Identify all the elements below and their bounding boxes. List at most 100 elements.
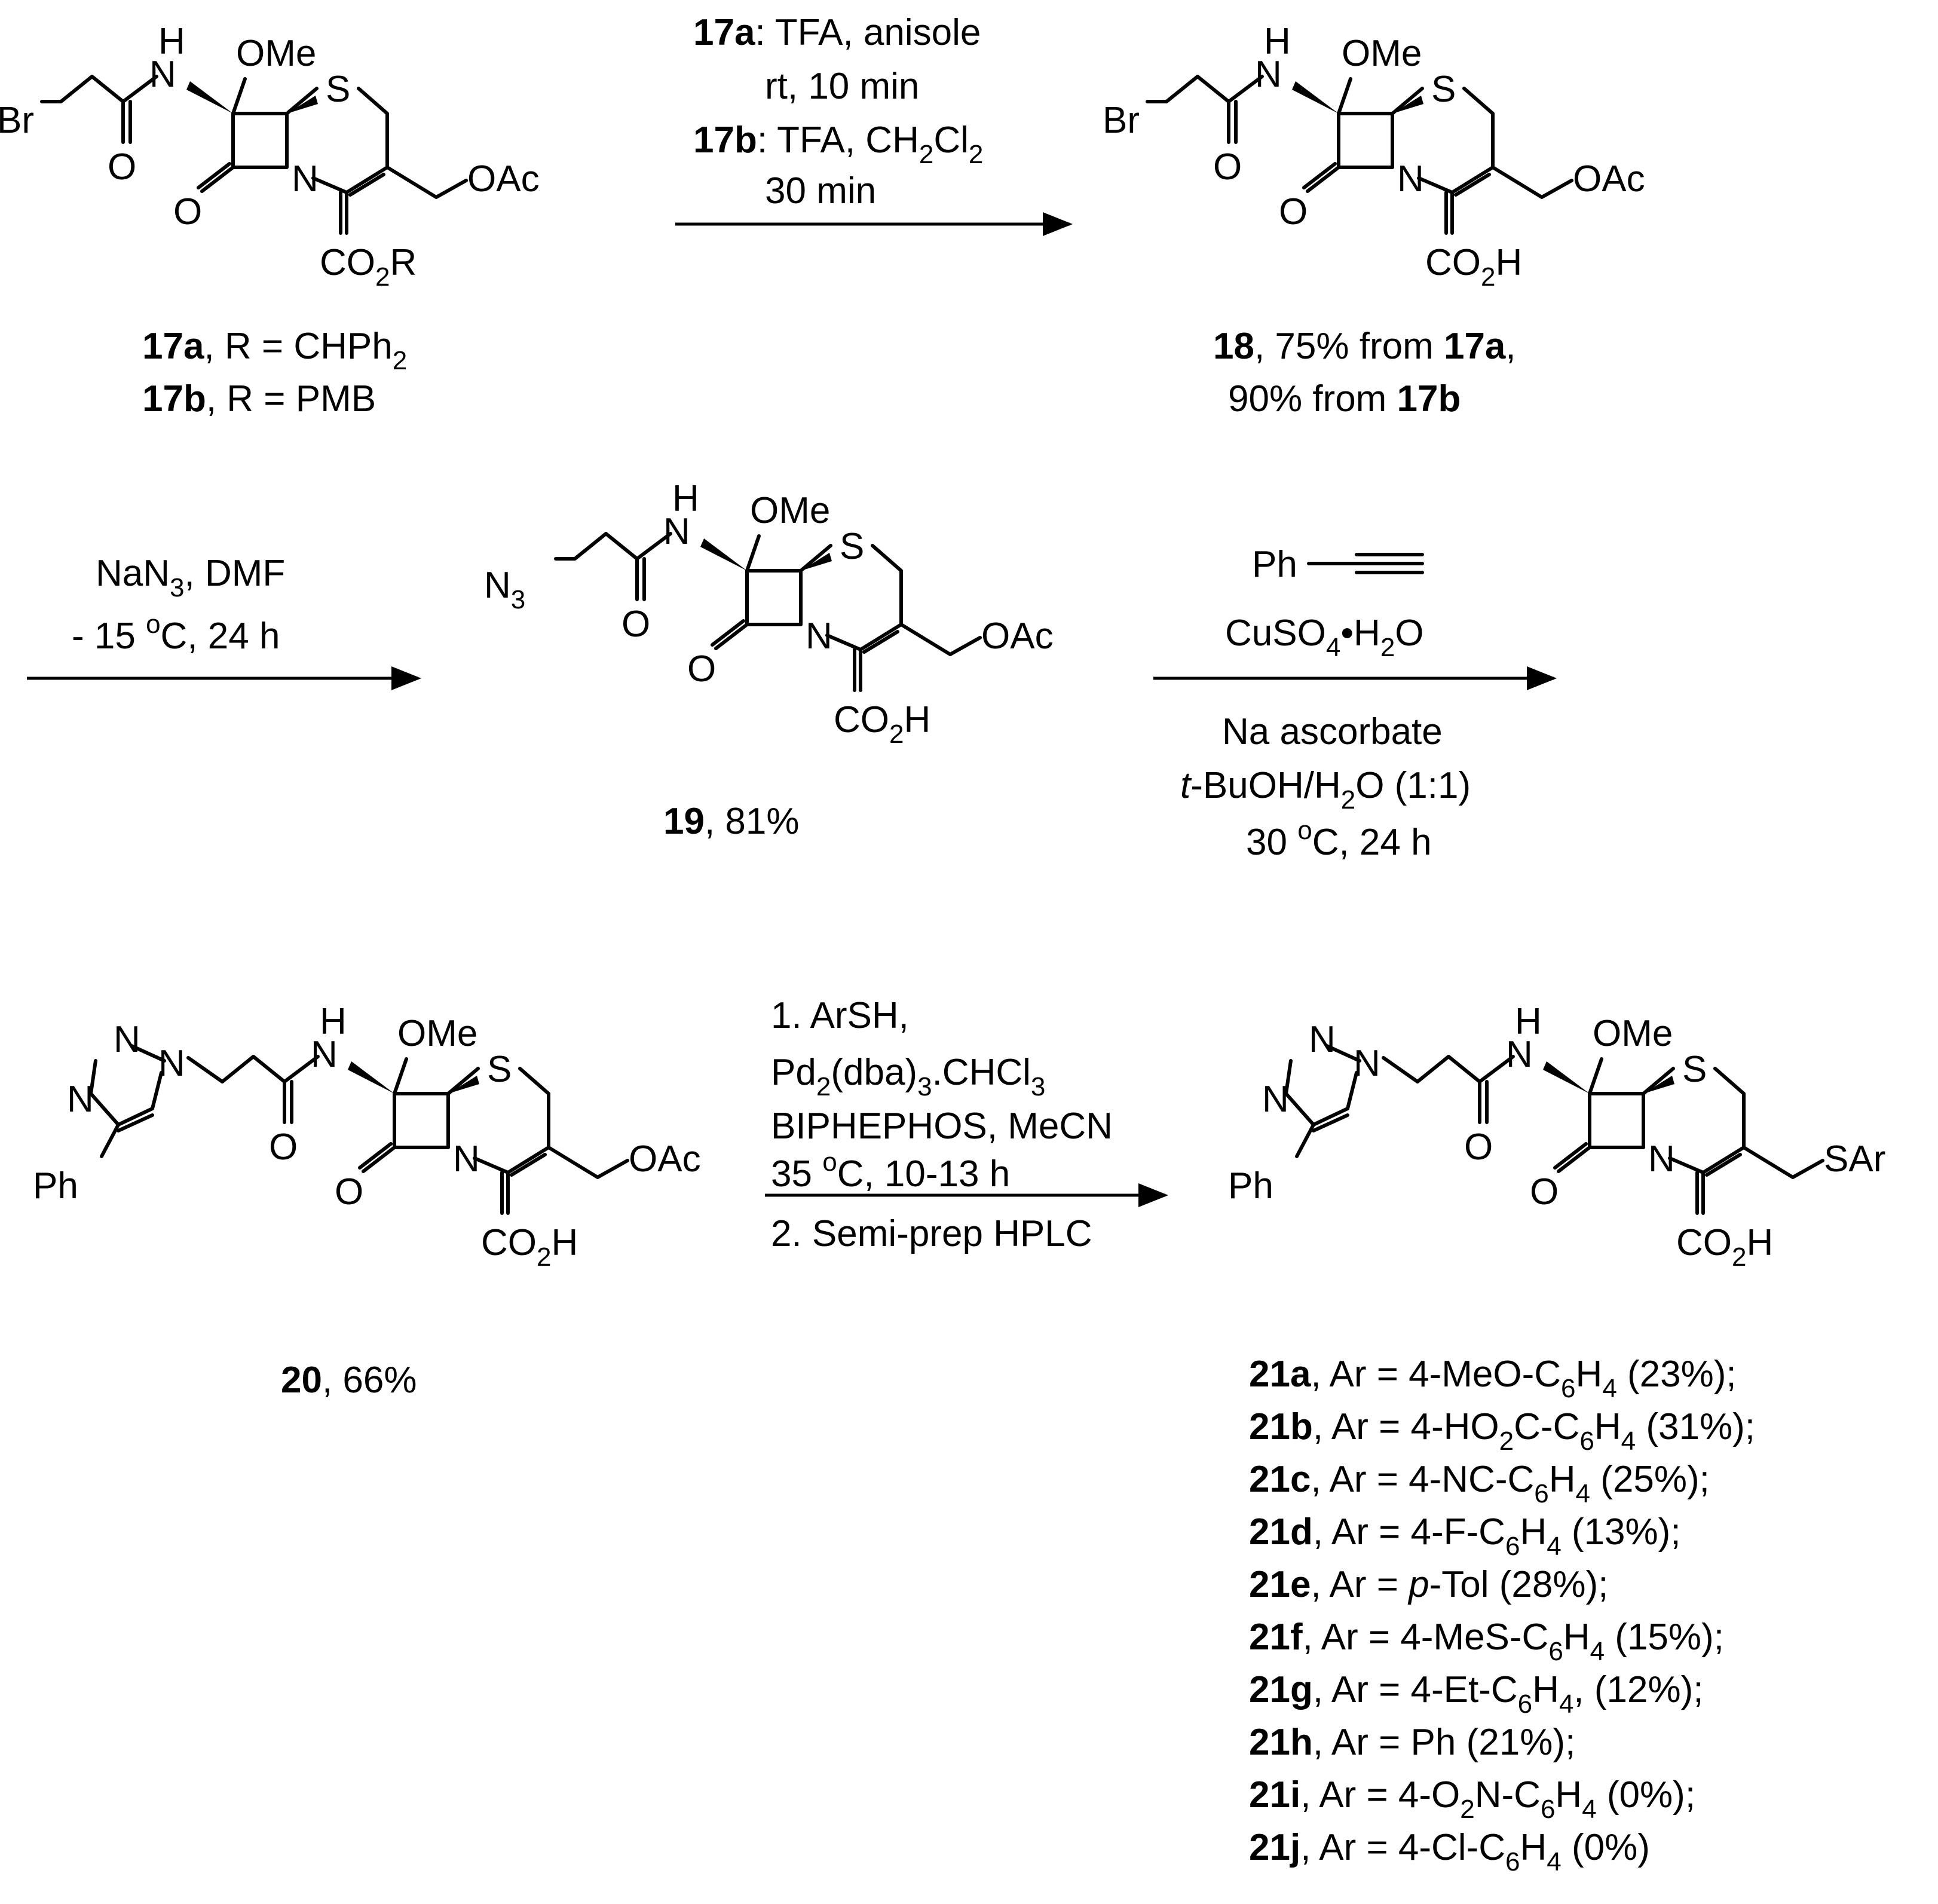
svg-text:90% from 17b: 90% from 17b xyxy=(1228,378,1461,420)
label-17a-text: , R = CHPh xyxy=(204,326,392,367)
atom-sar: SAr xyxy=(1824,1138,1885,1180)
cond-azide-1-sub: 3 xyxy=(170,573,184,602)
svg-text:CO2H: CO2H xyxy=(1676,1222,1773,1272)
label-20-text: , 66% xyxy=(322,1360,417,1401)
atom-o-amide: O xyxy=(108,146,136,188)
label-18-text: , 75% from xyxy=(1254,326,1444,367)
atom-n: N xyxy=(663,511,690,552)
atom-co: CO xyxy=(1425,242,1481,283)
atom-n: N xyxy=(149,54,176,95)
label-19-text: , 81% xyxy=(705,801,800,842)
atom-o-amide: O xyxy=(621,604,650,645)
atom-ph: Ph xyxy=(33,1165,78,1207)
atom-co-sub: 2 xyxy=(537,1242,551,1272)
cond-click-cat: CuSO xyxy=(1225,613,1326,654)
atom-r: R xyxy=(390,242,417,283)
atom-o-lactam: O xyxy=(1530,1171,1559,1213)
atom-n-ring: N xyxy=(292,158,319,200)
atom-n3: N xyxy=(484,565,511,606)
atom-oac: OAc xyxy=(629,1138,701,1180)
product-21-row: 21e, Ar = p-Tol (28%); xyxy=(1249,1564,1608,1605)
svg-text:35 oC, 10-13 h: 35 oC, 10-13 h xyxy=(771,1147,1010,1195)
atom-n-ring: N xyxy=(806,616,832,657)
cond-temp: 35 xyxy=(771,1153,822,1195)
compound-18-structure: Br N H O O OMe S N OAc CO2H xyxy=(1103,21,1645,292)
svg-text:CO2H: CO2H xyxy=(481,1222,578,1272)
atom-br: Br xyxy=(1103,100,1140,141)
atom-h: H xyxy=(158,21,185,62)
cond-17b-cl: Cl xyxy=(933,120,969,161)
svg-text:30 oC, 24 h: 30 oC, 24 h xyxy=(1246,816,1432,863)
cond-dba: (dba) xyxy=(831,1052,917,1093)
cond-17a-time: rt, 10 min xyxy=(765,66,919,107)
cond-temp-sup: o xyxy=(822,1147,837,1177)
label-17a-sub: 2 xyxy=(393,346,407,375)
label-18-line2: 90% from xyxy=(1228,378,1397,420)
atom-ome: OMe xyxy=(397,1013,477,1054)
atom-h: H xyxy=(1264,21,1291,62)
atom-n2-triazole: N xyxy=(114,1019,140,1060)
svg-text:CO2H: CO2H xyxy=(834,699,930,749)
cond-temp-rest: C, 10-13 h xyxy=(837,1153,1011,1195)
product-21-row: 21a, Ar = 4-MeO-C6H4 (23%); xyxy=(1249,1354,1737,1403)
cond-chcl: .CHCl xyxy=(932,1052,1031,1093)
svg-text:t-BuOH/H2O (1:1): t-BuOH/H2O (1:1) xyxy=(1180,765,1471,815)
product-21-row: 21f, Ar = 4-MeS-C6H4 (15%); xyxy=(1249,1617,1724,1666)
atom-o-lactam: O xyxy=(173,191,202,232)
label-17a-id: 17a xyxy=(142,326,204,367)
svg-text:CO2H: CO2H xyxy=(1425,242,1522,292)
svg-text:CO2R: CO2R xyxy=(320,242,417,292)
atom-n3-triazole: N xyxy=(67,1079,94,1120)
svg-text:- 15 oC, 24 h: - 15 oC, 24 h xyxy=(72,610,280,657)
cond-click-cat-sub: 4 xyxy=(1326,633,1340,662)
label-18-from: 17a xyxy=(1444,326,1506,367)
cond-click-alkyne: Ph xyxy=(1252,544,1297,585)
atom-co: CO xyxy=(481,1222,537,1263)
atom-o-lactam: O xyxy=(1279,191,1308,232)
svg-text:NaN3, DMF: NaN3, DMF xyxy=(96,553,285,602)
cond-17b-id: 17b xyxy=(693,120,757,161)
atom-s: S xyxy=(1682,1049,1707,1090)
compound-21-structure: N N N Ph N H O O OMe S N SAr CO2H xyxy=(1228,1001,1885,1272)
svg-text:17a: TFA, anisole: 17a: TFA, anisole xyxy=(693,12,981,53)
svg-text:Pd2(dba)3.CHCl3: Pd2(dba)3.CHCl3 xyxy=(771,1052,1045,1101)
atom-s: S xyxy=(1431,69,1456,110)
cond-arsh: 1. ArSH, xyxy=(771,995,909,1036)
cond-17b-sub: 2 xyxy=(919,140,933,169)
cond-click-solv: -BuOH/H xyxy=(1190,765,1340,806)
atom-h: H xyxy=(672,478,699,519)
cond-click-temp-rest: C, 24 h xyxy=(1312,822,1432,863)
atom-o-amide: O xyxy=(1464,1127,1493,1168)
atom-n1-triazole: N xyxy=(158,1043,185,1084)
atom-co: CO xyxy=(1676,1222,1732,1263)
atom-n-ring: N xyxy=(1397,158,1424,200)
atom-h-acid: H xyxy=(1746,1222,1773,1263)
atom-co: CO xyxy=(320,242,375,283)
atom-br: Br xyxy=(0,100,34,141)
atom-n: N xyxy=(311,1034,338,1075)
svg-text:17b: TFA, CH2Cl2: 17b: TFA, CH2Cl2 xyxy=(693,120,983,169)
atom-ome: OMe xyxy=(236,33,316,74)
atom-h: H xyxy=(320,1001,347,1042)
compound-19-structure: N3 N H O O OMe S N OAc CO2H xyxy=(484,478,1054,749)
alkyne-triple-bond xyxy=(1307,553,1424,574)
product-21-row: 21j, Ar = 4-Cl-C6H4 (0%) xyxy=(1249,1827,1650,1877)
atom-o-amide: O xyxy=(269,1127,298,1168)
cond-pd: Pd xyxy=(771,1052,816,1093)
atom-n3-sub: 3 xyxy=(511,585,525,614)
atom-oac: OAc xyxy=(467,158,540,200)
cond-azide-2: - 15 xyxy=(72,616,146,657)
atom-n-ring: N xyxy=(453,1138,480,1180)
product-21-row: 21c, Ar = 4-NC-C6H4 (25%); xyxy=(1249,1459,1710,1508)
cond-17b-text: : TFA, CH xyxy=(757,120,919,161)
atom-ome: OMe xyxy=(1342,33,1422,74)
product-21-row: 21h, Ar = Ph (21%); xyxy=(1249,1722,1575,1763)
svg-text:20, 66%: 20, 66% xyxy=(281,1360,417,1401)
atom-oac: OAc xyxy=(1573,158,1645,200)
cond-azide-1-rest: , DMF xyxy=(185,553,286,594)
svg-text:N3: N3 xyxy=(484,565,525,614)
label-17b-text: , R = PMB xyxy=(206,378,376,420)
label-19-id: 19 xyxy=(663,801,705,842)
cond-azide-1: NaN xyxy=(96,553,170,594)
